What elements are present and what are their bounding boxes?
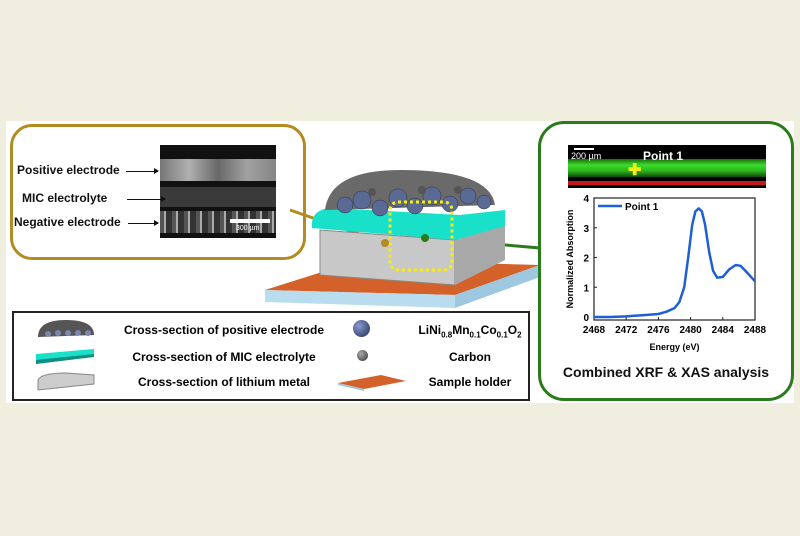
label-positive-electrode: Positive electrode [17,163,120,177]
lithium-metal-icon [37,372,95,391]
xrf-xas-title: Combined XRF & XAS analysis [562,364,770,380]
y-tick-label: 2 [583,254,589,265]
sem-image: 300 µm [160,145,276,238]
positive-electrode-icon [38,320,94,337]
legend-label: Point 1 [625,202,659,213]
xrf-scale-label: 200 µm [571,151,602,161]
label-mic-electrolyte: MIC electrolyte [22,191,108,205]
label-negative-electrode: Negative electrode [14,215,121,229]
sem-scale-label: 300 µm [236,225,260,232]
x-tick-label: 2472 [615,325,638,336]
legend-label-positive-electrode: Cross-section of positive electrode [123,323,325,337]
x-tick-label: 2468 [583,325,606,336]
y-tick-label: 1 [583,283,589,294]
y-tick-label: 4 [583,194,589,205]
xrf-xas-callout-box [538,121,794,401]
sample-holder-icon [338,375,406,391]
x-tick-label: 2484 [712,325,735,336]
sem-callout-box [10,124,306,260]
legend-box: Cross-section of positive electrode Cros… [12,311,530,401]
x-tick-label: 2480 [679,325,702,336]
nmc-particle-icon [353,320,370,337]
y-tick-label: 3 [583,224,589,235]
carbon-particle-icon [357,350,368,361]
legend-label-nmc: LiNi0.8Mn0.1Co0.1O2 [418,323,522,340]
x-tick-label: 2476 [647,325,670,336]
x-axis-label: Energy (eV) [649,342,699,352]
cell-illustration [265,170,541,308]
legend-label-mic-electrolyte: Cross-section of MIC electrolyte [132,350,316,364]
y-tick-label: 0 [583,313,589,324]
point-marker: ✚ [628,162,642,179]
legend-label-carbon: Carbon [449,350,491,364]
y-axis-label: Normalized Absorption [565,210,575,309]
legend-label-sample-holder: Sample holder [428,375,512,389]
xrf-point-label: Point 1 [643,149,684,163]
plot-frame [593,197,756,321]
legend-label-lithium-metal: Cross-section of lithium metal [137,375,311,389]
xrf-map: 200 µm ✚ Point 1 [568,145,766,188]
mic-electrolyte-icon [36,349,94,364]
series-line [594,207,756,319]
x-tick-label: 2488 [744,325,767,336]
